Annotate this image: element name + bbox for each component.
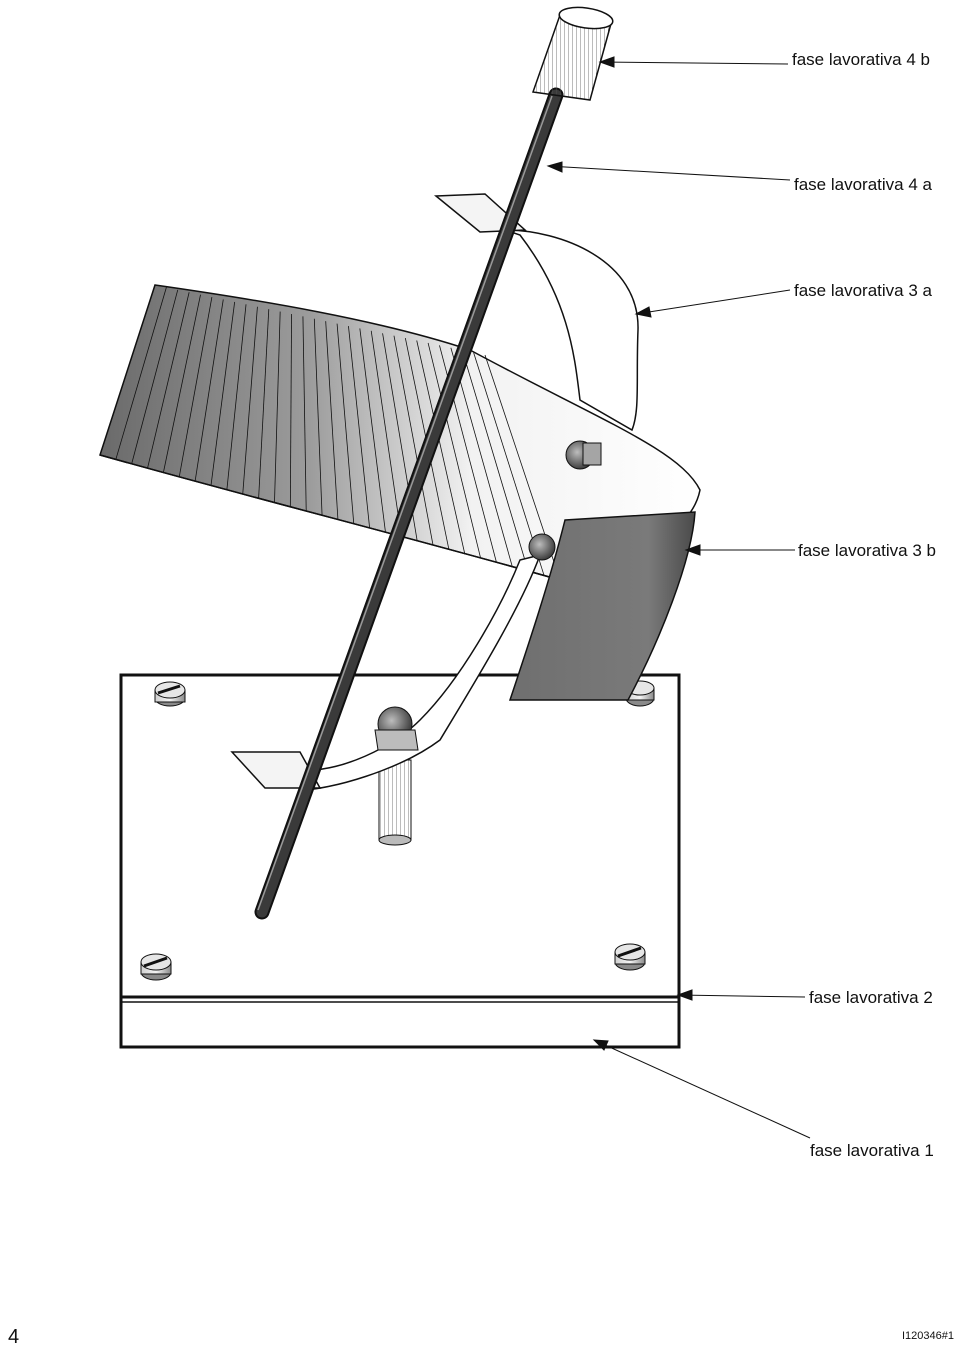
band-facet-line: [313, 318, 323, 516]
band-facet-line: [115, 287, 167, 460]
threaded-rod: [254, 87, 564, 920]
band-facet-line: [163, 294, 201, 473]
band-facet-line: [289, 313, 292, 507]
standoff-post: [378, 759, 412, 846]
band-facet-line: [393, 335, 434, 546]
band-facet-line: [427, 342, 482, 559]
band-facet-line: [210, 301, 236, 486]
nut-icon: [565, 440, 602, 470]
callout-phase-3b: fase lavorativa 3 b: [798, 541, 936, 560]
callout-phase-4a: fase lavorativa 4 a: [794, 175, 932, 194]
band-facet-line: [461, 350, 529, 572]
band-stripes: [99, 284, 561, 581]
band-facet-line: [226, 304, 247, 490]
callout-phase-2: fase lavorativa 2: [809, 988, 933, 1007]
band-facet-line: [178, 296, 213, 477]
band-facet-line: [258, 309, 270, 499]
band-facet-line: [336, 323, 355, 524]
screw-icon: [154, 681, 186, 707]
page-number: 4: [8, 1326, 20, 1348]
bottom-bracket: [230, 751, 322, 789]
band-facet-line: [450, 347, 513, 568]
band-facet-line: [147, 292, 190, 469]
band-facet-line: [274, 311, 281, 503]
vertical-strip: [508, 511, 696, 701]
callout-phase-3a: fase lavorativa 3 a: [794, 281, 932, 300]
nut-icon: [374, 706, 419, 751]
band-facet-line: [348, 325, 371, 529]
knurled-knob: [531, 6, 614, 101]
band-facet-line: [416, 340, 466, 555]
upper-arc: [504, 229, 639, 432]
screw-icon: [614, 943, 646, 971]
drawing-code: I120346#1: [902, 1330, 954, 1342]
leader-lines: [546, 56, 811, 1139]
curved-band: [99, 284, 701, 581]
band-facet-line: [370, 330, 402, 537]
band-facet-line: [242, 306, 258, 494]
callout-phase-1: fase lavorativa 1: [810, 1141, 934, 1160]
callout-phase-4b: fase lavorativa 4 b: [792, 50, 930, 69]
band-facet-line: [359, 328, 386, 533]
nut-icon: [528, 533, 556, 561]
band-facet-line: [194, 299, 224, 481]
band-facet-line: [302, 316, 307, 512]
band-facet-line: [99, 284, 156, 456]
band-facet-line: [325, 321, 339, 520]
screw-icon: [140, 953, 172, 981]
band-facet-line: [131, 289, 179, 464]
